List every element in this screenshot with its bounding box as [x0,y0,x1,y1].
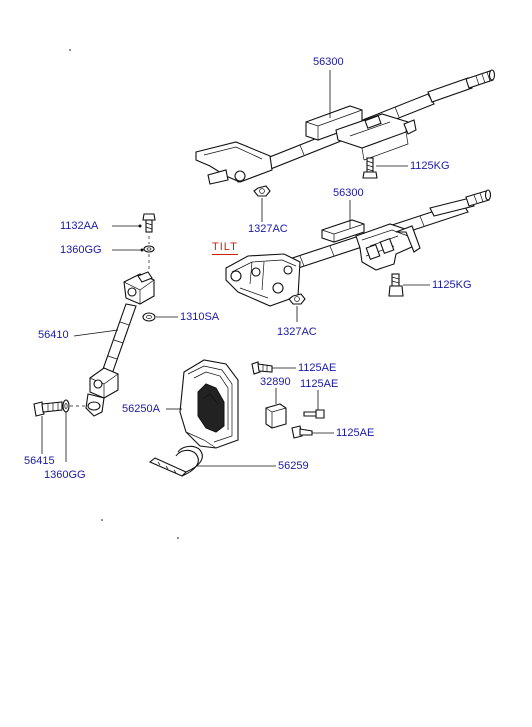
leader-lines [41,70,430,467]
label-intermediate-shaft[interactable]: 56410 [38,329,69,341]
label-bolt-1132aa[interactable]: 1132AA [60,220,99,232]
label-screw-1125ae-top[interactable]: 1125AE [298,362,337,374]
upper-nut[interactable] [253,185,271,197]
label-column-lower[interactable]: 56300 [333,187,364,199]
label-nut-1310sa[interactable]: 1310SA [180,311,220,323]
hose-clamp-56259[interactable] [148,445,203,477]
label-nut-upper[interactable]: 1327AC [248,223,288,235]
label-bolt-upper[interactable]: 1125KG [410,160,450,172]
screw-1125ae-bottom[interactable] [291,425,313,439]
label-pad-32890[interactable]: 32890 [260,376,291,388]
screw-1125ae-middle[interactable] [303,409,325,419]
upper-bolt[interactable] [362,157,378,179]
label-washer-1360gg-bottom[interactable]: 1360GG [44,469,86,481]
pad-32890[interactable] [265,403,287,429]
column-shroud[interactable] [179,359,239,449]
nut-1310sa[interactable] [142,312,156,322]
upper-steering-column[interactable] [195,69,496,185]
lower-nut[interactable] [288,293,306,305]
intermediate-shaft[interactable] [85,271,155,417]
label-bolt-56415[interactable]: 56415 [24,455,55,467]
label-tilt: TILT [212,241,238,255]
label-column-shroud[interactable]: 56250A [122,403,160,415]
washer-1360gg-bottom[interactable] [62,399,70,413]
tilt-steering-column[interactable] [225,189,492,307]
label-washer-1360gg-top[interactable]: 1360GG [60,244,102,256]
label-screw-1125ae-bottom[interactable]: 1125AE [336,427,375,439]
label-nut-lower[interactable]: 1327AC [277,326,317,338]
label-screw-1125ae-middle[interactable]: 1125AE [300,378,339,390]
bolt-1132aa[interactable] [142,213,156,233]
bolt-56415[interactable] [33,401,63,417]
washer-1360gg-top[interactable] [143,245,155,253]
label-bolt-lower[interactable]: 1125KG [432,279,472,291]
lower-bolt[interactable] [388,273,404,297]
label-column-upper[interactable]: 56300 [313,56,344,68]
screw-1125ae-top[interactable] [251,361,273,375]
label-hose-clamp[interactable]: 56259 [278,460,309,472]
